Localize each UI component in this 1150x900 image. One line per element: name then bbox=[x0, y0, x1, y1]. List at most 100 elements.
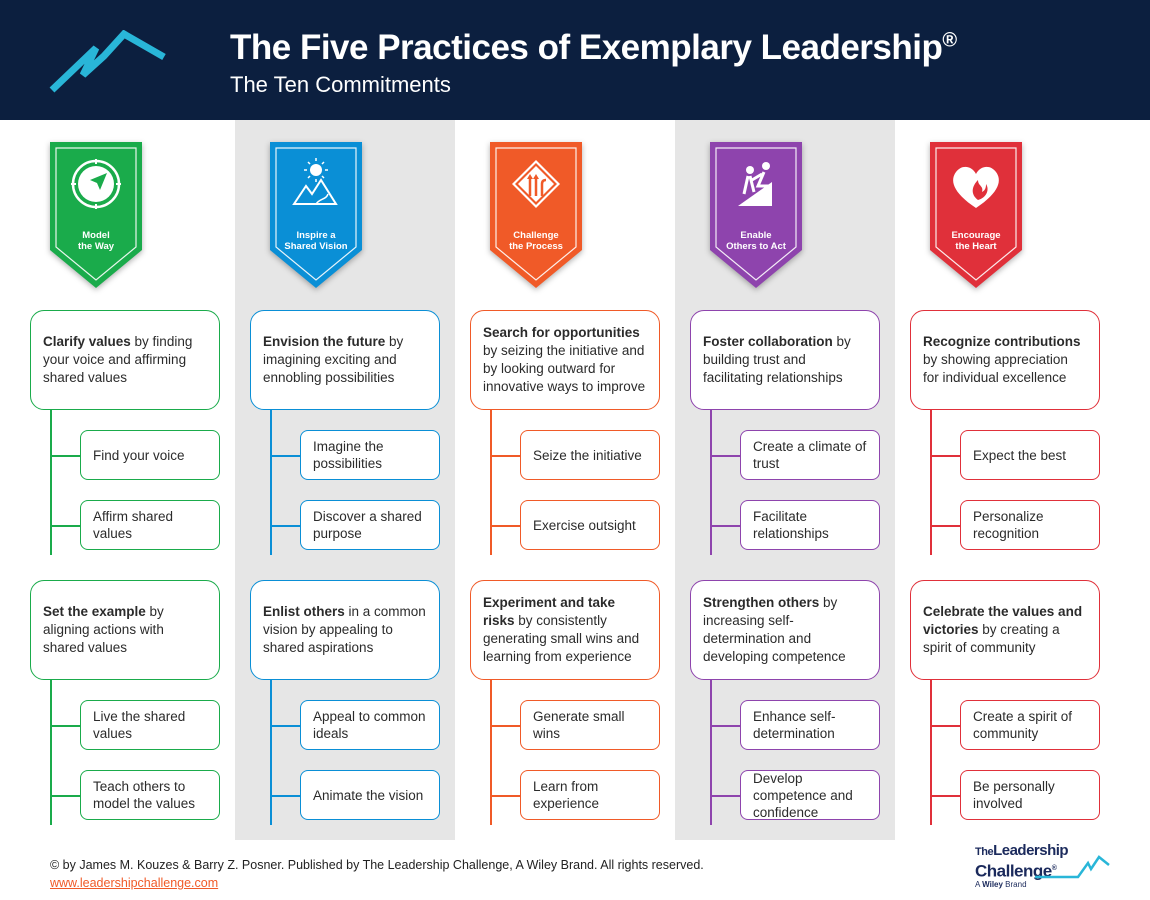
connector-line bbox=[270, 525, 300, 527]
sub-commitment-box: Personalize recognition bbox=[960, 500, 1100, 550]
commitment-box: Search for opportunities by seizing the … bbox=[470, 310, 660, 410]
commitment-box: Strengthen others by increasing self-det… bbox=[690, 580, 880, 680]
commitment-title: Strengthen others bbox=[703, 595, 820, 610]
connector-line bbox=[270, 410, 272, 555]
connector-line bbox=[270, 795, 300, 797]
sub-commitment-box: Discover a shared purpose bbox=[300, 500, 440, 550]
mountain-logo-icon bbox=[1035, 855, 1110, 879]
connector-line bbox=[710, 680, 712, 825]
sub-commitment-box: Find your voice bbox=[80, 430, 220, 480]
commitment-description: by consistently generating small wins an… bbox=[483, 613, 640, 664]
commitment-title: Search for opportunities bbox=[483, 325, 640, 340]
connector-line bbox=[930, 410, 932, 555]
sub-commitment-box: Teach others to model the values bbox=[80, 770, 220, 820]
sub-commitment-box: Live the shared values bbox=[80, 700, 220, 750]
commitment-title: Celebrate the values and victories bbox=[923, 604, 1083, 637]
sub-commitment-box: Seize the initiative bbox=[520, 430, 660, 480]
commitment-title: Experiment and take risks bbox=[483, 595, 616, 628]
connector-line bbox=[710, 455, 740, 457]
commitment-title: Clarify values bbox=[43, 334, 131, 349]
connector-line bbox=[490, 795, 520, 797]
commitment-title: Set the example bbox=[43, 604, 146, 619]
sub-commitment-box: Develop competence and confidence bbox=[740, 770, 880, 820]
header: The Five Practices of Exemplary Leadersh… bbox=[0, 0, 1150, 120]
commitment-box: Clarify values by finding your voice and… bbox=[30, 310, 220, 410]
connector-line bbox=[50, 525, 80, 527]
practice-name-line: Others to Act bbox=[726, 241, 786, 252]
connector-line bbox=[50, 410, 52, 555]
compass-icon bbox=[71, 159, 121, 209]
commitment-description: in a common vision by appealing to share… bbox=[263, 604, 426, 655]
sub-commitment-box: Learn from experience bbox=[520, 770, 660, 820]
connector-line bbox=[50, 680, 52, 825]
connector-line bbox=[930, 455, 960, 457]
practice-name-line: Inspire a bbox=[296, 230, 336, 241]
commitment-title: Foster collaboration bbox=[703, 334, 833, 349]
sub-commitment-box: Animate the vision bbox=[300, 770, 440, 820]
connector-line bbox=[270, 725, 300, 727]
practice-name-line: Enable bbox=[740, 230, 772, 241]
leadership-challenge-logo: TheLeadership Challenge® A Wiley Brand bbox=[975, 843, 1110, 889]
connector-line bbox=[710, 725, 740, 727]
commitment-box: Foster collaboration by building trust a… bbox=[690, 310, 880, 410]
practice-name-line: Model bbox=[82, 230, 110, 241]
practice-name-line: Encourage bbox=[951, 230, 1001, 241]
connector-line bbox=[930, 725, 960, 727]
connector-line bbox=[50, 795, 80, 797]
connector-line bbox=[710, 525, 740, 527]
connector-line bbox=[490, 410, 492, 555]
commitment-box: Recognize contributions by showing appre… bbox=[910, 310, 1100, 410]
commitment-title: Enlist others bbox=[263, 604, 345, 619]
practice-name-line: the Heart bbox=[955, 241, 997, 252]
sub-commitment-box: Expect the best bbox=[960, 430, 1100, 480]
sub-commitment-box: Create a climate of trust bbox=[740, 430, 880, 480]
commitment-box: Experiment and take risks by consistentl… bbox=[470, 580, 660, 680]
commitment-box: Set the example by aligning actions with… bbox=[30, 580, 220, 680]
sub-commitment-box: Affirm shared values bbox=[80, 500, 220, 550]
connector-line bbox=[930, 795, 960, 797]
practice-name-line: Shared Vision bbox=[284, 241, 348, 252]
commitment-description: by showing appreciation for individual e… bbox=[923, 352, 1068, 385]
commitment-description: by aligning actions with shared values bbox=[43, 604, 164, 655]
mountain-sun-icon bbox=[292, 158, 338, 205]
road-sign-arrows-icon bbox=[512, 160, 560, 208]
connector-line bbox=[490, 525, 520, 527]
mountain-logo-icon bbox=[49, 30, 166, 93]
commitment-title: Envision the future bbox=[263, 334, 386, 349]
practice-name-line: the Process bbox=[509, 241, 563, 252]
connector-line bbox=[490, 680, 492, 825]
connector-line bbox=[50, 725, 80, 727]
commitment-description: by finding your voice and affirming shar… bbox=[43, 334, 193, 385]
sub-commitment-box: Exercise outsight bbox=[520, 500, 660, 550]
connector-line bbox=[490, 725, 520, 727]
heart-flame-icon bbox=[953, 166, 999, 208]
copyright-footer: © by James M. Kouzes & Barry Z. Posner. … bbox=[50, 858, 704, 890]
commitment-description: by increasing self-determination and dev… bbox=[703, 595, 846, 664]
commitment-description: by creating a spirit of community bbox=[923, 622, 1060, 655]
sub-commitment-box: Generate small wins bbox=[520, 700, 660, 750]
commitment-title: Recognize contributions bbox=[923, 334, 1081, 349]
connector-line bbox=[710, 410, 712, 555]
sub-commitment-box: Create a spirit of community bbox=[960, 700, 1100, 750]
page-subtitle: The Ten Commitments bbox=[230, 72, 451, 97]
sub-commitment-box: Facilitate relationships bbox=[740, 500, 880, 550]
commitment-box: Celebrate the values and victories by cr… bbox=[910, 580, 1100, 680]
connector-line bbox=[50, 455, 80, 457]
commitment-description: by imagining exciting and ennobling poss… bbox=[263, 334, 404, 385]
connector-line bbox=[930, 525, 960, 527]
sub-commitment-box: Imagine the possibilities bbox=[300, 430, 440, 480]
practice-name-line: the Way bbox=[77, 241, 115, 252]
connector-line bbox=[930, 680, 932, 825]
website-link[interactable]: www.leadershipchallenge.com bbox=[50, 876, 219, 890]
practice-name-line: Challenge bbox=[513, 230, 559, 241]
connector-line bbox=[490, 455, 520, 457]
